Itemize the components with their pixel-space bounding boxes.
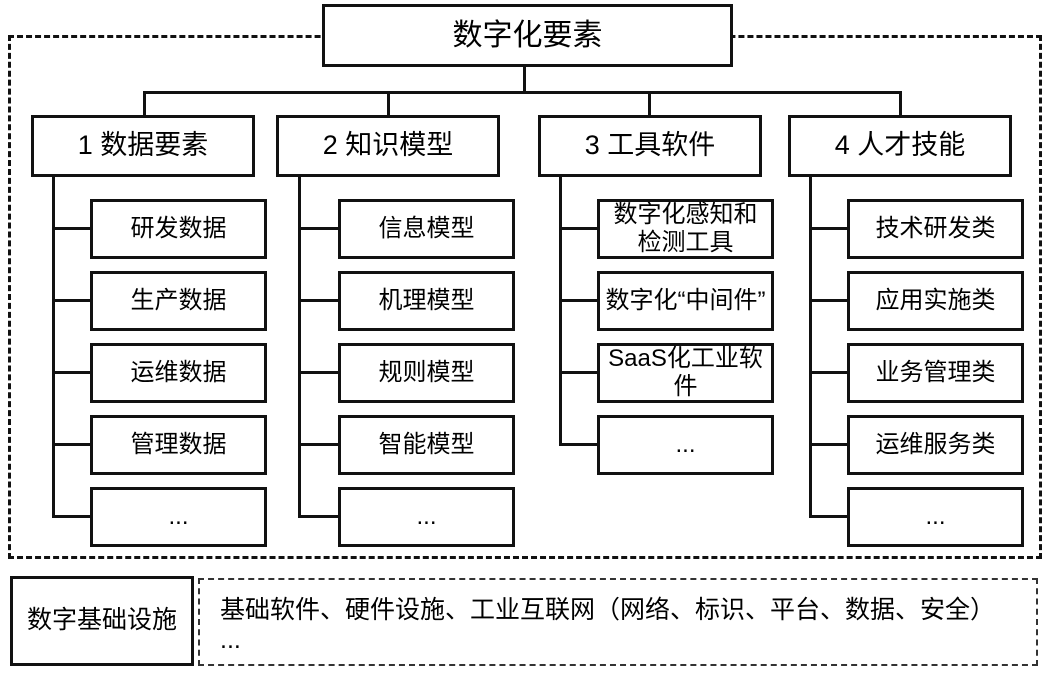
- leaf-label: 业务管理类: [875, 358, 996, 386]
- connector-tick: [559, 443, 597, 446]
- leaf-box: 业务管理类: [847, 343, 1024, 403]
- connector-tick: [52, 515, 90, 518]
- connector-branch-bar: [143, 91, 902, 94]
- leaf-box: 规则模型: [338, 343, 515, 403]
- branch-header-label: 1 数据要素: [77, 130, 209, 161]
- leaf-box-ellipsis: ...: [338, 487, 515, 547]
- leaf-box: 机理模型: [338, 271, 515, 331]
- leaf-box: 技术研发类: [847, 199, 1024, 259]
- leaf-box-ellipsis: ...: [847, 487, 1024, 547]
- connector-stub-2: [387, 91, 390, 115]
- connector-tick: [809, 515, 847, 518]
- leaf-label: 应用实施类: [875, 286, 996, 314]
- connector-col1-spine: [52, 177, 55, 518]
- leaf-box: 信息模型: [338, 199, 515, 259]
- leaf-label: 数字化感知和检测工具: [613, 200, 758, 256]
- leaf-label: 信息模型: [378, 214, 475, 242]
- connector-tick: [52, 443, 90, 446]
- connector-stub-1: [143, 91, 146, 115]
- connector-tick: [559, 371, 597, 374]
- leaf-label: SaaS化工业软件: [608, 344, 763, 400]
- connector-stub-3: [648, 91, 651, 115]
- root-node: 数字化要素: [322, 4, 733, 67]
- branch-header-talent: 4 人才技能: [788, 115, 1012, 177]
- connector-tick: [52, 227, 90, 230]
- infrastructure-title-label: 数字基础设施: [26, 606, 177, 635]
- infrastructure-title-box: 数字基础设施: [10, 576, 194, 666]
- connector-col4-spine: [809, 177, 812, 518]
- leaf-label: 管理数据: [130, 430, 227, 458]
- branch-header-label: 4 人才技能: [834, 130, 966, 161]
- connector-tick: [559, 227, 597, 230]
- connector-tick: [298, 443, 338, 446]
- leaf-label: 技术研发类: [875, 214, 996, 242]
- connector-tick: [52, 299, 90, 302]
- infrastructure-content-box: 基础软件、硬件设施、工业互联网（网络、标识、平台、数据、安全） ...: [198, 578, 1038, 666]
- leaf-box-ellipsis: ...: [597, 415, 774, 475]
- leaf-box: 数字化感知和检测工具: [597, 199, 774, 259]
- leaf-box: 研发数据: [90, 199, 267, 259]
- connector-tick: [809, 227, 847, 230]
- leaf-box: 生产数据: [90, 271, 267, 331]
- leaf-label: 运维服务类: [875, 430, 996, 458]
- leaf-box: 运维服务类: [847, 415, 1024, 475]
- connector-tick: [809, 299, 847, 302]
- leaf-box: 运维数据: [90, 343, 267, 403]
- leaf-label: 数字化“中间件”: [605, 286, 766, 314]
- branch-header-knowledge: 2 知识模型: [276, 115, 500, 177]
- leaf-box-ellipsis: ...: [90, 487, 267, 547]
- root-node-label: 数字化要素: [452, 18, 603, 52]
- leaf-label: 运维数据: [130, 358, 227, 386]
- leaf-label: ...: [925, 502, 946, 530]
- branch-header-label: 2 知识模型: [322, 130, 454, 161]
- leaf-label: 研发数据: [130, 214, 227, 242]
- branch-header-label: 3 工具软件: [584, 130, 716, 161]
- connector-tick: [298, 371, 338, 374]
- leaf-label: ...: [416, 502, 437, 530]
- leaf-label: ...: [675, 430, 696, 458]
- leaf-label: 生产数据: [130, 286, 227, 314]
- connector-col3-spine: [559, 177, 562, 446]
- leaf-box: SaaS化工业软件: [597, 343, 774, 403]
- infrastructure-content-text: 基础软件、硬件设施、工业互联网（网络、标识、平台、数据、安全） ...: [220, 595, 996, 654]
- leaf-box: 应用实施类: [847, 271, 1024, 331]
- connector-tick: [298, 227, 338, 230]
- connector-tick: [298, 515, 338, 518]
- connector-tick: [559, 299, 597, 302]
- leaf-box: 数字化“中间件”: [597, 271, 774, 331]
- connector-root-stem: [523, 67, 526, 91]
- connector-tick: [809, 371, 847, 374]
- branch-header-tools: 3 工具软件: [538, 115, 762, 177]
- leaf-label: 智能模型: [378, 430, 475, 458]
- connector-tick: [298, 299, 338, 302]
- leaf-box: 智能模型: [338, 415, 515, 475]
- connector-col2-spine: [298, 177, 301, 518]
- leaf-label: ...: [168, 502, 189, 530]
- connector-tick: [52, 371, 90, 374]
- connector-tick: [809, 443, 847, 446]
- leaf-box: 管理数据: [90, 415, 267, 475]
- leaf-label: 机理模型: [378, 286, 475, 314]
- branch-header-data: 1 数据要素: [31, 115, 255, 177]
- connector-stub-4: [899, 91, 902, 115]
- leaf-label: 规则模型: [378, 358, 475, 386]
